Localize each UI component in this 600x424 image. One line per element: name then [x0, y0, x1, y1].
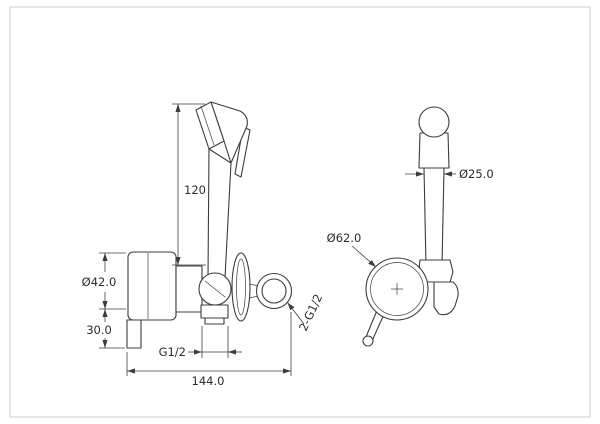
sprayer-face-edge — [200, 105, 215, 146]
dim-head-diameter: Ø25.0 — [459, 167, 494, 181]
dim-side-connections: 2-G1/2 — [296, 292, 325, 334]
wall-flange — [231, 252, 251, 322]
dim-lines-inlet-height — [99, 309, 125, 349]
wall-flange-inner — [236, 258, 246, 316]
side-view — [362, 106, 459, 347]
dim-body-diameter: Ø42.0 — [82, 275, 117, 289]
drawing-frame — [9, 6, 591, 418]
holder-bracket — [175, 265, 203, 313]
sprayer-trigger — [234, 126, 251, 178]
sprayer-head — [210, 101, 248, 164]
dim-handle-length: 120 — [184, 183, 206, 197]
outlet-collar — [204, 317, 225, 325]
dim-lines-handle-length — [172, 103, 206, 266]
lever-ball — [362, 335, 374, 347]
valve-body — [127, 251, 177, 321]
sprayer-head-side — [418, 106, 450, 138]
dim-outlet-thread: G1/2 — [159, 345, 186, 359]
dim-lines-overall-width — [126, 312, 292, 376]
hose-connector-bottom — [249, 295, 259, 299]
dim-lines-outlet-thread — [188, 326, 242, 358]
holder-cap-highlight — [204, 280, 226, 298]
sprayer-neck-side — [418, 132, 450, 169]
valve-escutcheon-inner — [370, 262, 424, 316]
inlet-pipe — [126, 319, 142, 349]
dim-lines-flange-diameter — [351, 245, 377, 268]
dim-inlet-height: 30.0 — [86, 323, 112, 337]
sprayer-face — [195, 101, 225, 150]
dim-flange-diameter: Ø62.0 — [327, 231, 362, 245]
sprayer-handle-side — [423, 167, 445, 267]
outlet-spout — [200, 304, 229, 319]
hose-nut-inner — [261, 278, 287, 304]
dim-overall-width: 144.0 — [192, 374, 225, 388]
center-cross — [391, 283, 403, 295]
hose-connector-top — [249, 283, 259, 287]
dim-lines-side-connections — [287, 302, 305, 325]
sprayer-handle-front — [207, 148, 232, 279]
wall-bracket-side — [433, 281, 459, 316]
front-view — [126, 101, 293, 349]
